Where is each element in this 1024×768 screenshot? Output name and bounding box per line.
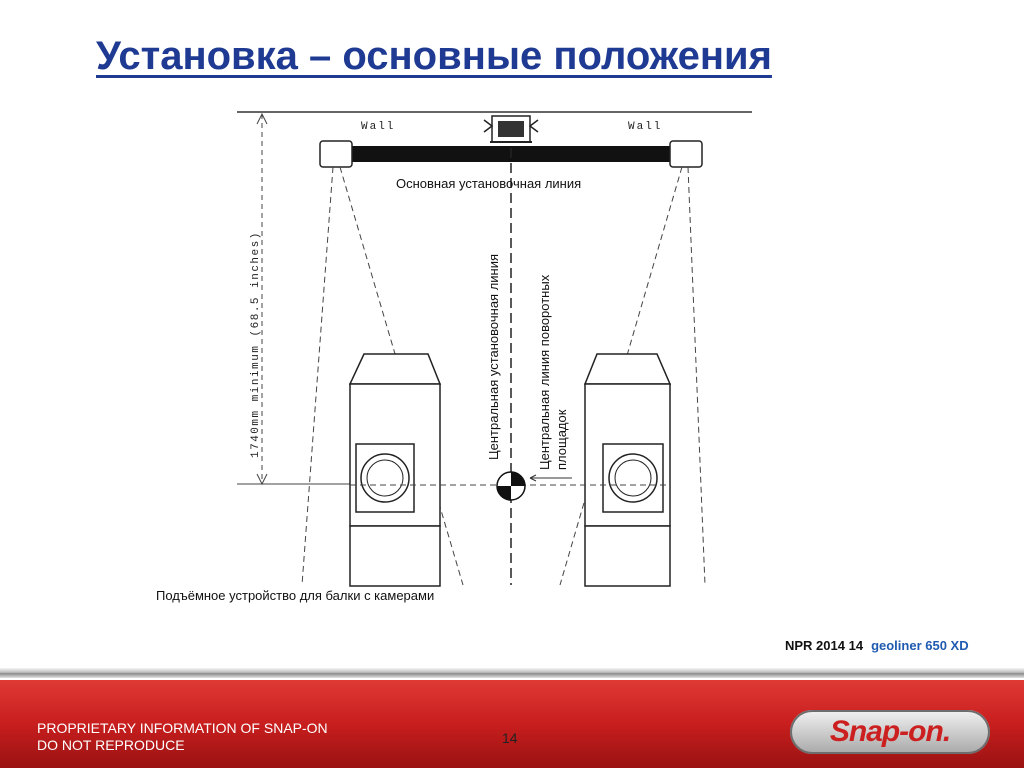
page-number: 14 [502,730,518,746]
camera-right [669,140,703,168]
lift-left [348,353,442,587]
turntable-line-label-2: площадок [554,409,569,470]
turntable-line-label-1: Центральная линия поворотных [537,274,552,470]
camera-left [319,140,353,168]
dimension-label: 1740mm minimum (68.5 inches) [250,231,262,458]
proprietary-line-1: PROPRIETARY INFORMATION OF SNAP-ON [37,720,328,736]
lift-label: Подъёмное устройство для балки с камерам… [156,588,435,603]
center-target-icon [496,471,526,501]
wall-label-left: Wall [361,121,395,133]
npr-code: NPR 2014 14 [785,638,864,653]
turntable-arrow [529,474,572,482]
footer-separator [0,668,1024,678]
beam-center-mount-icon [483,115,539,143]
wheel-alignment-layout-diagram: Wall Wall 1740mm minimum (68.5 inches) [237,111,752,587]
npr-reference: NPR 2014 14 geoliner 650 XD [785,638,969,653]
camera-view-lines [301,166,706,586]
slide-title: Установка – основные положения [96,34,772,78]
wall-label-right: Wall [628,121,662,133]
proprietary-line-2: DO NOT REPRODUCE [37,737,185,753]
camera-beam [340,146,670,162]
snap-on-logo: Snap-on. [790,710,990,754]
lift-right [583,353,672,587]
center-line-label: Центральная установочная линия [486,253,501,460]
dimension-arrow-top [256,112,268,125]
footer-band: PROPRIETARY INFORMATION OF SNAP-ON DO NO… [0,680,1024,768]
proprietary-notice: PROPRIETARY INFORMATION OF SNAP-ON DO NO… [37,720,328,754]
main-line-label: Основная установочная линия [396,176,582,191]
product-name: geoliner 650 XD [871,638,969,653]
